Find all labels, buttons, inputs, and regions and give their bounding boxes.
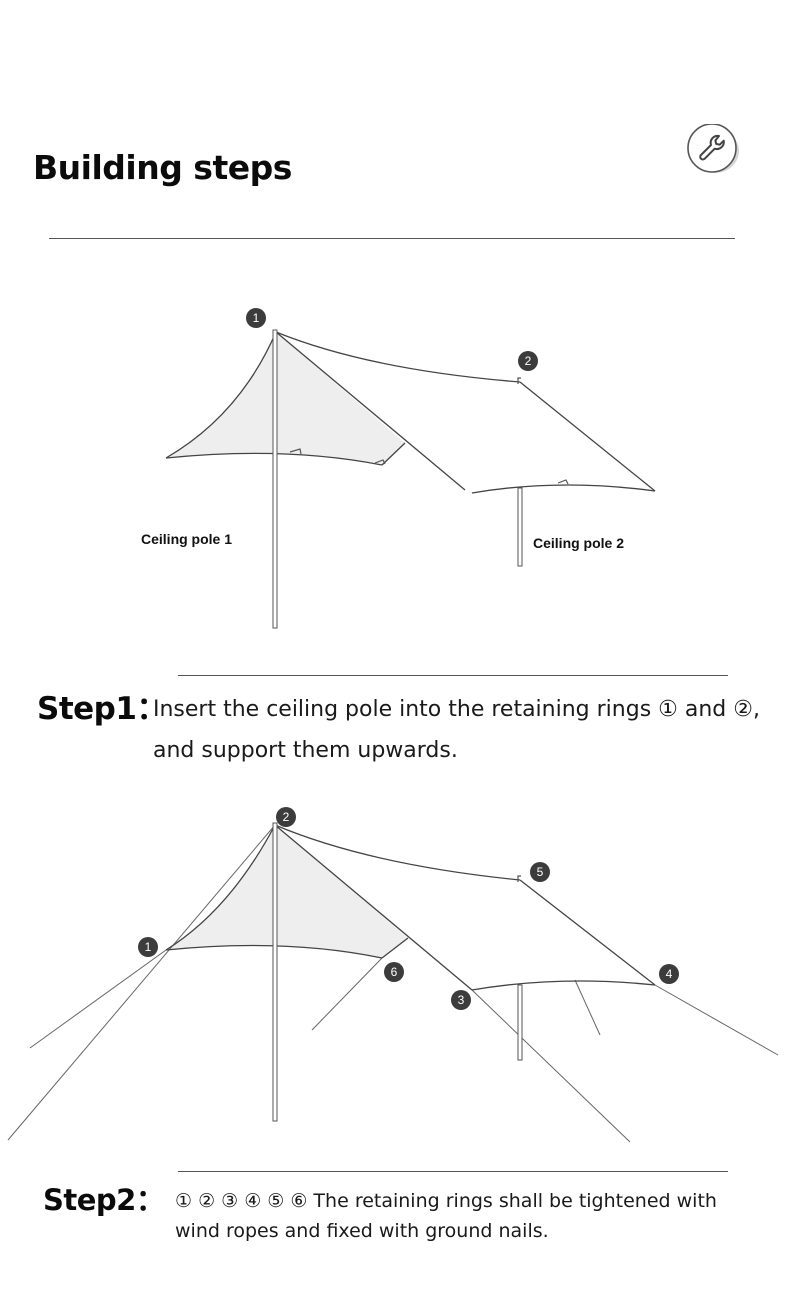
svg-text:1: 1 [145, 940, 152, 954]
step2-divider [178, 1171, 728, 1172]
marker-1: 1 [138, 937, 158, 957]
svg-text:3: 3 [458, 993, 465, 1007]
step1-label: Step1： [37, 691, 167, 727]
step1-text: Insert the ceiling pole into the retaini… [153, 697, 760, 763]
wind-ropes [7, 824, 779, 1143]
tarp-outline [165, 331, 656, 494]
marker-1: 1 [246, 308, 266, 328]
step2-text: ① ② ③ ④ ⑤ ⑥ The retaining rings shall be… [175, 1190, 717, 1242]
ceiling-pole-2 [517, 487, 523, 567]
marker-3: 3 [451, 990, 471, 1010]
svg-text:6: 6 [391, 965, 398, 979]
wrench-icon [686, 123, 742, 176]
marker-6: 6 [384, 962, 404, 982]
svg-text:1: 1 [253, 311, 260, 325]
page-title: Building steps [33, 148, 292, 187]
marker-5: 5 [530, 862, 550, 882]
step2-label: Step2： [43, 1183, 165, 1217]
svg-text:4: 4 [666, 967, 673, 981]
tarp-outline [165, 824, 656, 991]
ceiling-pole-1-label: Ceiling pole 1 [141, 531, 233, 547]
tarp-shaded-panel [166, 332, 405, 465]
step1-divider [178, 675, 728, 676]
marker-4: 4 [659, 964, 679, 984]
ceiling-pole-1 [272, 329, 278, 629]
tarp-shaded-panel [166, 825, 408, 958]
svg-text:2: 2 [283, 810, 290, 824]
step2-diagram: 1 2 3 4 5 6 [0, 790, 790, 1160]
marker-2: 2 [276, 807, 296, 827]
ceiling-pole-2-label: Ceiling pole 2 [533, 535, 625, 551]
marker-2: 2 [518, 351, 538, 371]
svg-text:5: 5 [537, 865, 544, 879]
ceiling-pole-1 [272, 822, 278, 1122]
svg-text:2: 2 [525, 354, 532, 368]
step1-diagram: 1 2 Ceiling pole 1 Ceiling pole 2 [0, 300, 790, 640]
header-divider [49, 238, 735, 239]
ceiling-pole-2 [517, 984, 523, 1061]
